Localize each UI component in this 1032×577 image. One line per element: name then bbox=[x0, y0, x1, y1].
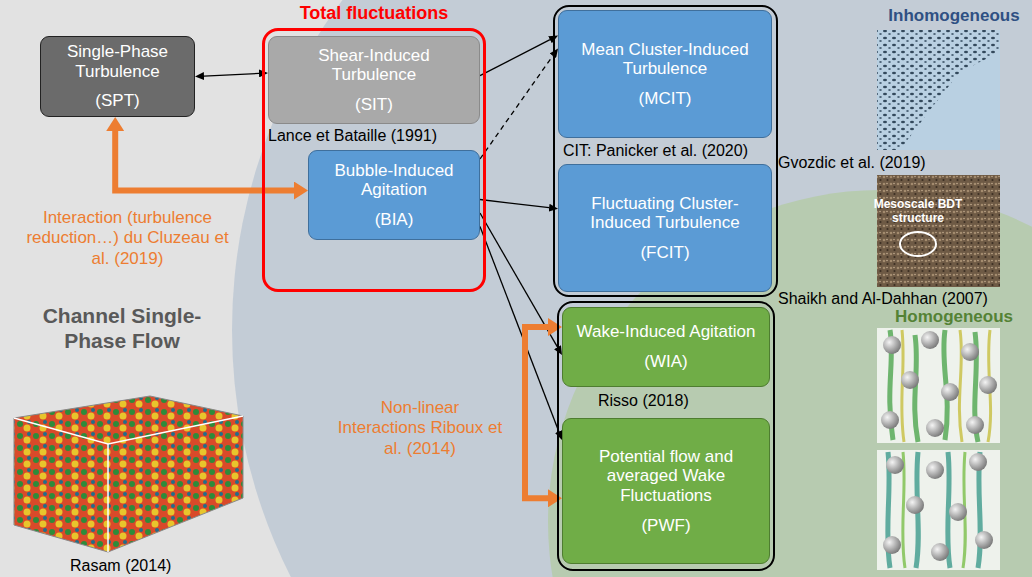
box-label: Mean Cluster-Induced Turbulence bbox=[567, 40, 763, 79]
channel-flow-render bbox=[14, 396, 243, 552]
connector-arrow bbox=[480, 200, 549, 208]
connector-arrow bbox=[480, 56, 553, 159]
gvozdic-photo-part bbox=[877, 30, 1000, 150]
shaikh-photo-part bbox=[877, 175, 1000, 287]
connector-arrow bbox=[480, 40, 550, 76]
abbreviation: (MCIT) bbox=[639, 89, 692, 109]
channel-flow-render-part bbox=[14, 396, 243, 552]
bubble-wake-render-part bbox=[883, 336, 901, 354]
bubble-wake-render-part bbox=[890, 330, 978, 442]
shaikh-photo-part bbox=[900, 232, 936, 256]
connector-arrow bbox=[204, 73, 259, 76]
process-box: Wake-Induced Agitation (WIA) bbox=[562, 307, 770, 387]
bubble-wake-render-part-part bbox=[959, 330, 962, 442]
abbreviation: (WIA) bbox=[644, 352, 687, 372]
bubble-wake-render-part-part bbox=[903, 452, 905, 568]
group-title: Total fluctuations bbox=[262, 3, 486, 25]
bubble-wake-render-part bbox=[979, 376, 997, 394]
abbreviation: (FCIT) bbox=[640, 243, 689, 263]
image-caption: Rasam (2014) bbox=[70, 556, 190, 575]
box-label: Wake-Induced Agitation bbox=[577, 322, 756, 342]
group-frame: Risso (2018) Wake-Induced Agitation (WIA) P… bbox=[557, 301, 775, 571]
channel-flow-render-part bbox=[14, 416, 243, 444]
bubble-wake-render-part bbox=[886, 456, 904, 474]
bubble-wake-render-part bbox=[921, 331, 939, 349]
process-box: Fluctuating Cluster-Induced Turbulence (F… bbox=[558, 164, 772, 292]
group-frame: Total fluctuationsLance et Bataille (199… bbox=[262, 28, 486, 292]
section-heading: Channel Single-Phase Flow bbox=[22, 303, 222, 353]
bubble-wake-render-part bbox=[966, 416, 984, 434]
bubble-wake-render-part bbox=[881, 411, 899, 429]
gvozdic-photo bbox=[877, 30, 1000, 150]
bubble-wake-render-part bbox=[969, 453, 987, 471]
bubble-wake-render-part bbox=[883, 536, 901, 554]
gvozdic-photo-part bbox=[877, 30, 1000, 150]
channel-flow-render-part bbox=[107, 444, 109, 552]
bubble-wake-render-part bbox=[926, 461, 944, 479]
group-frame: CIT: Panicker et al. (2020) Mean Cluster-… bbox=[553, 5, 778, 297]
bubble-wake-render bbox=[877, 328, 1000, 443]
image-annotation: Mesoscale BDT structure bbox=[873, 197, 963, 226]
region-label: Inhomogeneous bbox=[880, 6, 1028, 26]
process-box: Bubble-Induced Agitation (BIA) bbox=[308, 150, 480, 240]
bubble-wake-render-part bbox=[906, 496, 924, 514]
box-label: Shear-Induced Turbulence bbox=[277, 46, 471, 85]
edge-label: Interaction (turbulence reduction…) du C… bbox=[20, 208, 235, 269]
interaction-arrow bbox=[525, 327, 548, 498]
image-caption: Shaikh and Al-Dahhan (2007) bbox=[778, 289, 1008, 308]
shaikh-photo bbox=[877, 175, 1000, 287]
box-label: Potential flow and averaged Wake Fluctua… bbox=[571, 447, 761, 506]
bubble-wake-render-part bbox=[949, 503, 967, 521]
bubble-wake-render-part bbox=[941, 383, 959, 401]
abbreviation: (PWF) bbox=[641, 516, 690, 536]
abbreviation: (BIA) bbox=[375, 210, 414, 230]
reference-label: CIT: Panicker et al. (2020) bbox=[563, 141, 775, 160]
reference-label: Lance et Bataille (1991) bbox=[268, 126, 478, 145]
shaikh-photo-part bbox=[877, 175, 1000, 287]
box-label: Single-Phase Turbulence bbox=[49, 42, 186, 81]
abbreviation: (SIT) bbox=[355, 95, 393, 115]
bubble-wake-render bbox=[877, 450, 1000, 570]
interaction-arrow bbox=[115, 131, 294, 191]
bubble-wake-render-part-part bbox=[915, 335, 918, 442]
bubble-wake-render-part bbox=[877, 328, 1000, 443]
process-box: Mean Cluster-Induced Turbulence (MCIT) bbox=[558, 10, 772, 138]
bubble-wake-render-part bbox=[902, 330, 991, 442]
bubble-wake-render-part bbox=[877, 450, 1000, 570]
bubble-wake-render-part bbox=[931, 543, 949, 561]
box-label: Bubble-Induced Agitation bbox=[317, 161, 471, 200]
region-label: Homogeneous bbox=[880, 307, 1028, 327]
edge-label: Non-linear Interactions Riboux et al. (2… bbox=[335, 398, 505, 459]
abbreviation: (SPT) bbox=[95, 91, 139, 111]
process-box: Single-Phase Turbulence (SPT) bbox=[40, 36, 195, 117]
bubble-wake-render-part bbox=[901, 371, 919, 389]
bubble-wake-render-part bbox=[961, 343, 979, 361]
bubble-wake-render-part bbox=[926, 419, 944, 437]
process-box: Shear-Induced Turbulence (SIT) bbox=[268, 36, 480, 124]
process-box: Potential flow and averaged Wake Fluctua… bbox=[562, 418, 770, 564]
image-caption: Gvozdic et al. (2019) bbox=[778, 153, 978, 172]
bubble-wake-render-part bbox=[975, 531, 993, 549]
reference-label: Risso (2018) bbox=[598, 391, 748, 410]
inhomogeneous-region bbox=[232, 0, 1032, 577]
box-label: Fluctuating Cluster-Induced Turbulence bbox=[567, 194, 763, 233]
